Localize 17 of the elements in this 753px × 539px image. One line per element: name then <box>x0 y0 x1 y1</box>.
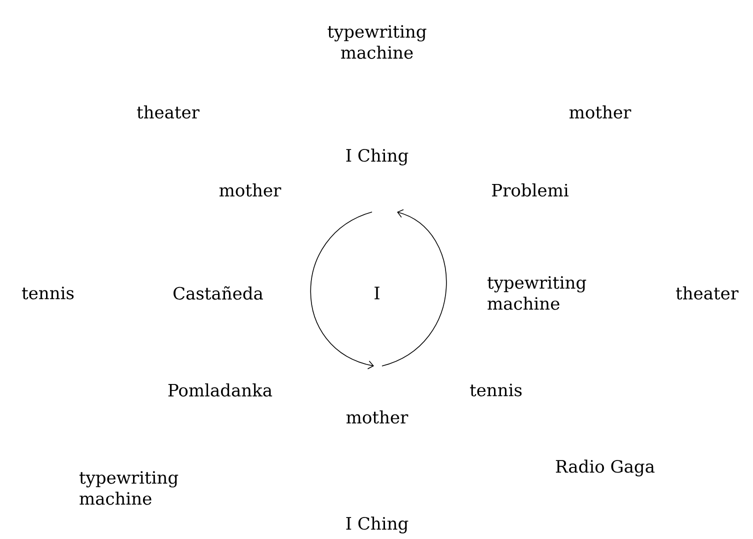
word-label: theater <box>676 286 738 300</box>
word-label: tennis <box>22 286 74 300</box>
word-label: tennis <box>470 384 522 396</box>
word-label: typewriting machine <box>488 276 586 310</box>
word-label: mother <box>346 410 408 424</box>
word-label: Pomladanka <box>168 383 272 397</box>
word-label: I <box>374 286 380 300</box>
word-label: Problemi <box>492 183 568 197</box>
word-label: typewriting machine <box>80 471 178 505</box>
word-label: mother <box>569 105 632 119</box>
word-label: mother <box>219 183 282 197</box>
word-label: Castañeda <box>174 286 263 300</box>
word-label: I Ching <box>346 148 408 166</box>
word-label: typewriting machine <box>328 25 426 59</box>
word-label: theater <box>137 105 200 119</box>
word-label: I Ching <box>346 516 408 534</box>
word-label: Radio Gaga <box>556 460 655 476</box>
